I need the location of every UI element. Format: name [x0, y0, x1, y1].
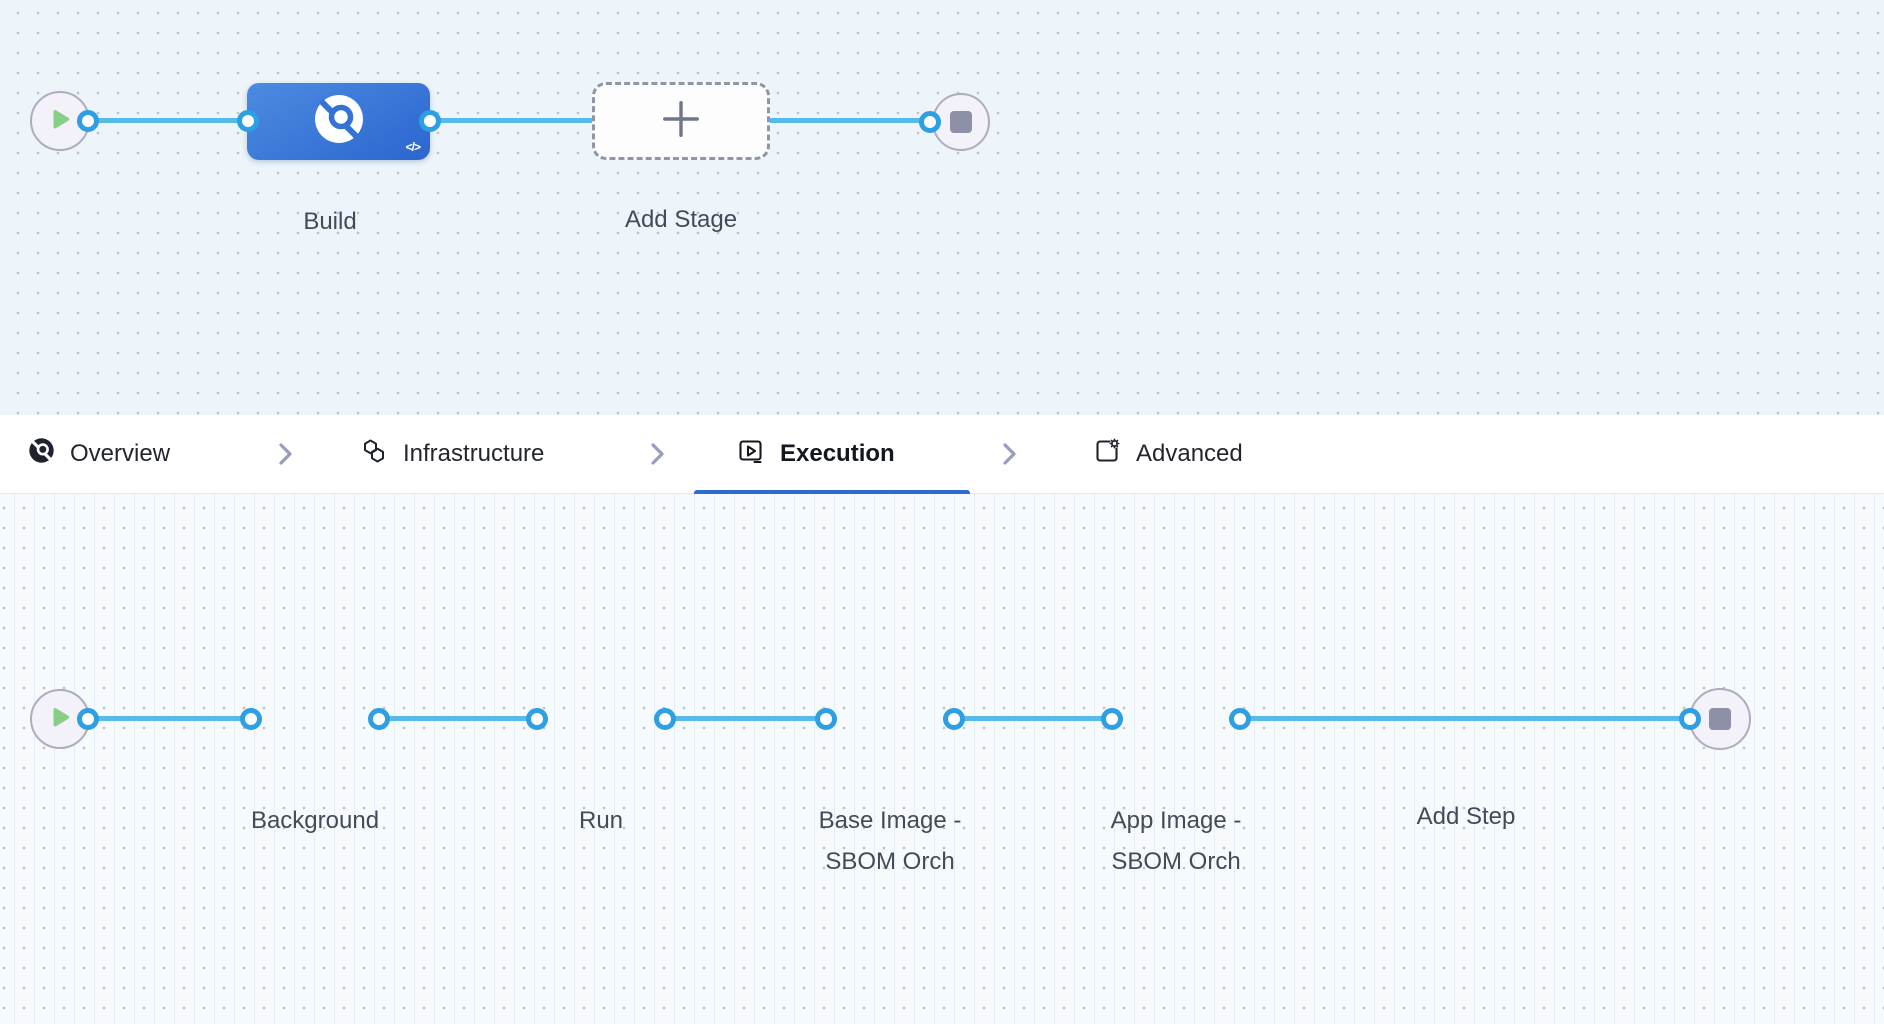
connector-port[interactable]	[919, 111, 941, 133]
advanced-icon	[1093, 437, 1121, 472]
connector-port[interactable]	[77, 708, 99, 730]
execution-icon	[737, 437, 765, 472]
execution-step-canvas: </> </>	[0, 494, 1884, 1024]
connector-port[interactable]	[77, 110, 99, 132]
connector-line	[379, 716, 537, 721]
chevron-right-icon	[1001, 415, 1018, 493]
add-stage-label: Add Stage	[624, 206, 738, 233]
tab-label: Execution	[780, 440, 895, 467]
step-label-base-image-sbom: Base Image - SBOM Orch	[818, 807, 962, 875]
ci-build-icon	[313, 93, 365, 150]
play-icon	[47, 704, 73, 735]
pipeline-end-node	[932, 93, 990, 151]
connector-line	[954, 716, 1112, 721]
connector-port[interactable]	[943, 708, 965, 730]
stage-label-build: Build	[303, 208, 357, 235]
plus-icon	[660, 98, 702, 145]
connector-port[interactable]	[419, 110, 441, 132]
overview-icon	[28, 437, 55, 471]
connector-port[interactable]	[654, 708, 676, 730]
stop-icon	[950, 111, 972, 133]
active-tab-underline	[694, 490, 970, 496]
connector-line	[88, 716, 251, 721]
step-label-background: Background	[250, 807, 380, 834]
stop-icon	[1709, 708, 1731, 730]
connector-port[interactable]	[1679, 708, 1701, 730]
connector-line	[665, 716, 826, 721]
stage-canvas: </> Build Add Stage	[0, 0, 1884, 415]
tab-label: Infrastructure	[403, 440, 545, 467]
connector-port[interactable]	[368, 708, 390, 730]
pipeline-start-node	[30, 91, 90, 151]
connector-port[interactable]	[237, 110, 259, 132]
step-label-app-image-sbom: App Image - SBOM Orch	[1110, 807, 1242, 875]
connector-port[interactable]	[1229, 708, 1251, 730]
add-stage-button[interactable]	[592, 82, 770, 160]
connector-port[interactable]	[526, 708, 548, 730]
tab-advanced[interactable]: Advanced	[1093, 415, 1243, 493]
chevron-right-icon	[277, 415, 294, 493]
connector-port[interactable]	[815, 708, 837, 730]
stage-config-tabbar: Overview Infrastructure	[0, 415, 1884, 496]
connector-line	[1240, 716, 1690, 721]
play-icon	[47, 106, 73, 137]
chevron-right-icon	[649, 415, 666, 493]
code-badge: </>	[405, 140, 421, 154]
connector-port[interactable]	[240, 708, 262, 730]
connector-port[interactable]	[1101, 708, 1123, 730]
connector-line	[88, 118, 248, 123]
tab-execution[interactable]: Execution	[737, 415, 895, 493]
tab-overview[interactable]: Overview	[28, 415, 170, 493]
add-step-label: Add Step	[1416, 803, 1516, 830]
tab-label: Overview	[70, 440, 171, 467]
infrastructure-icon	[360, 437, 388, 472]
tab-label: Advanced	[1136, 440, 1243, 467]
tab-infrastructure[interactable]: Infrastructure	[360, 415, 544, 493]
step-label-run: Run	[578, 807, 624, 834]
stage-card-build[interactable]: </>	[247, 83, 430, 160]
